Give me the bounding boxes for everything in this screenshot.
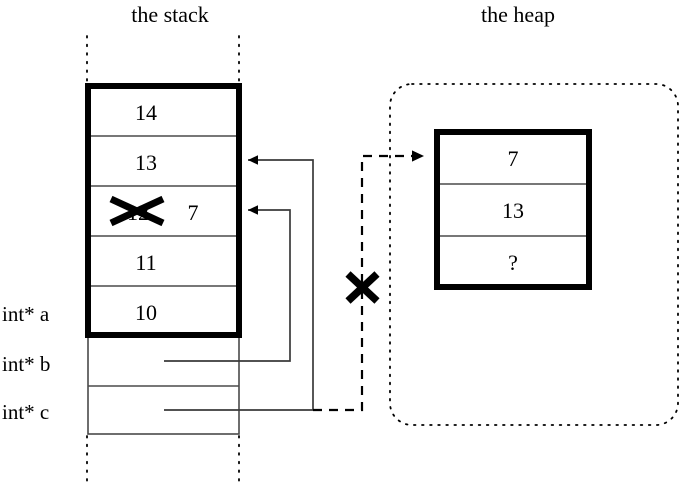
invalidation-x-icon	[345, 271, 380, 304]
label-int-ptr-b: int* b	[2, 352, 50, 376]
heap-cell-value-2: ?	[508, 250, 518, 275]
stack-cell-value-0: 14	[135, 100, 157, 125]
stack-cell-value-3: 11	[135, 250, 156, 275]
heap-cell-value-1: 13	[502, 198, 524, 223]
pointer-c-to-stack-cell	[164, 155, 314, 411]
label-int-ptr-c: int* c	[2, 400, 49, 424]
stack-cell-value-1: 13	[135, 150, 157, 175]
stack-cell-value-4: 10	[135, 300, 157, 325]
heap-block-outline	[434, 129, 592, 290]
pointer-b-to-stack-cell	[164, 205, 291, 362]
stack-frame-outline	[85, 83, 242, 338]
stack-pointer-rows-box	[87, 334, 240, 435]
strikeout-x-icon	[109, 195, 165, 227]
heap-region-boundary	[389, 83, 679, 426]
stack-cell-value-2-replacement: 7	[188, 200, 199, 225]
stack-title: the stack	[131, 2, 209, 27]
label-int-ptr-a: int* a	[2, 302, 50, 326]
heap-title: the heap	[481, 2, 555, 27]
heap-cell-value-0: 7	[508, 146, 519, 171]
stack-frame-inner	[87, 85, 240, 336]
